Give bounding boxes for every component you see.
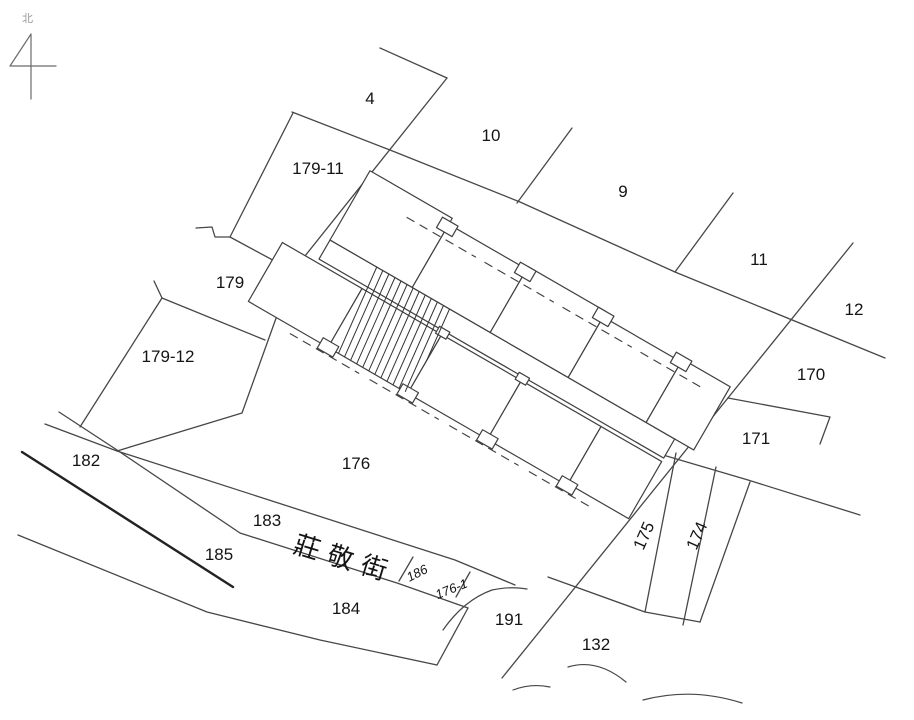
- north-label: 北: [22, 12, 33, 25]
- building-notch: [316, 337, 340, 358]
- building-notch: [669, 351, 693, 373]
- building-connector: [434, 325, 451, 340]
- building-notch: [513, 261, 537, 283]
- parcel-label-182: 182: [72, 451, 100, 470]
- boundary-179-south: [161, 297, 266, 341]
- parcel-label-185: 185: [205, 545, 233, 564]
- boundary-tick-9-11: [674, 192, 734, 273]
- building-row-south: [247, 241, 663, 520]
- building-notch: [435, 216, 459, 238]
- building-notch: [396, 383, 420, 404]
- street-north-edge: [44, 423, 516, 586]
- parcel-label-184: 184: [332, 599, 360, 618]
- parcel-boundaries: [17, 47, 886, 704]
- boundary-tick-186-east: [455, 571, 471, 598]
- parcel-label-179: 179: [216, 273, 244, 292]
- parcel-label-11: 11: [750, 250, 768, 269]
- parcel-label-170: 170: [797, 365, 825, 384]
- boundary-175-west: [644, 452, 677, 613]
- building-unit: [567, 425, 663, 520]
- parcel-label-12: 12: [845, 300, 864, 319]
- parcel-label-176-1: 176-1: [433, 576, 469, 602]
- boundary-176-west: [116, 270, 294, 452]
- boundary-tick-10-9: [516, 127, 573, 204]
- boundary-184-tip: [436, 607, 469, 666]
- parcel-label-174: 174: [683, 519, 712, 553]
- parcel-label-9: 9: [618, 182, 627, 201]
- building-connector: [514, 371, 531, 386]
- curve-132-a: [512, 684, 551, 691]
- parcel-labels: 4 10 9 11 12 179-11 179 179-12 170 171 1…: [72, 89, 864, 654]
- hatch-pattern: [337, 266, 450, 394]
- boundary-174-east: [699, 481, 751, 623]
- north-arrow-icon: [9, 33, 57, 100]
- boundary-main-north: [291, 111, 886, 359]
- building-notch: [475, 429, 499, 450]
- boundary-170-171: [727, 397, 831, 445]
- building-notch: [555, 475, 579, 496]
- parcel-label-171: 171: [742, 429, 770, 448]
- boundary-179-11-west: [229, 112, 294, 238]
- parcel-label-176: 176: [342, 454, 370, 473]
- north-arrow: 北: [9, 12, 57, 100]
- street-name-label: 莊敬街: [290, 529, 399, 588]
- parcel-label-179-11: 179-11: [292, 159, 344, 178]
- boundary-tick-186-west: [398, 556, 414, 582]
- parcel-label-4: 4: [365, 89, 374, 108]
- building-complex: [247, 170, 731, 520]
- boundary-strip-south: [547, 576, 701, 623]
- boundary-185-dark: [20, 450, 235, 589]
- parcel-label-175: 175: [630, 519, 659, 553]
- boundary-179-tick: [153, 280, 163, 299]
- parcel-label-132: 132: [582, 635, 610, 654]
- boundary-179-12-west: [79, 297, 163, 428]
- boundary-top-edge: [379, 47, 448, 79]
- parcel-label-191: 191: [495, 610, 523, 629]
- boundary-184-south: [17, 534, 438, 666]
- parcel-label-179-12: 179-12: [142, 347, 195, 366]
- building-notch: [591, 306, 615, 328]
- parcel-label-10: 10: [482, 126, 501, 145]
- boundary-179-11-spur: [195, 226, 231, 238]
- curve-132-c: [642, 693, 743, 704]
- building-row-north: [329, 170, 731, 451]
- building-unit: [645, 358, 731, 451]
- boundary-171-south: [662, 454, 861, 516]
- boundary-east-long: [501, 242, 854, 679]
- boundary-175-174: [682, 466, 717, 626]
- parcel-label-183: 183: [253, 511, 281, 530]
- street-south-edge: [58, 411, 469, 609]
- curve-191: [442, 587, 528, 631]
- curve-132-b: [567, 664, 627, 683]
